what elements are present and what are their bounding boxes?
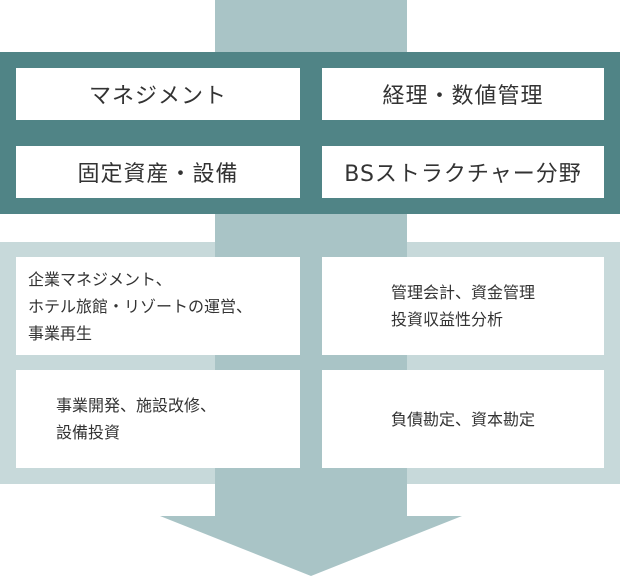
detail-box-bs-structure: 負債勘定、資本勘定 xyxy=(322,370,604,468)
category-box-fixed-assets: 固定資産・設備 xyxy=(16,146,300,198)
detail-text: 負債勘定、資本勘定 xyxy=(390,409,535,429)
detail-text: 管理会計、資金管理 投資収益性分析 xyxy=(390,283,535,329)
detail-box-management: 企業マネジメント、 ホテル旅館・リゾートの運営、 事業再生 xyxy=(16,257,300,355)
category-box-management: マネジメント xyxy=(16,68,300,120)
detail-box-fixed-assets: 事業開発、施設改修、 設備投資 xyxy=(16,370,300,468)
detail-text: 事業開発、施設改修、 設備投資 xyxy=(56,396,217,442)
category-box-accounting: 経理・数値管理 xyxy=(322,68,604,120)
category-label: 固定資産・設備 xyxy=(77,162,239,187)
category-label: 経理・数値管理 xyxy=(382,84,544,109)
detail-box-accounting: 管理会計、資金管理 投資収益性分析 xyxy=(322,257,604,355)
detail-text: 企業マネジメント、 ホテル旅館・リゾートの運営、 事業再生 xyxy=(28,269,253,343)
category-label: マネジメント xyxy=(88,84,227,109)
category-box-bs-structure: BSストラクチャー分野 xyxy=(322,146,604,198)
arrow-down-icon xyxy=(160,516,462,576)
category-label: BSストラクチャー分野 xyxy=(344,162,582,187)
